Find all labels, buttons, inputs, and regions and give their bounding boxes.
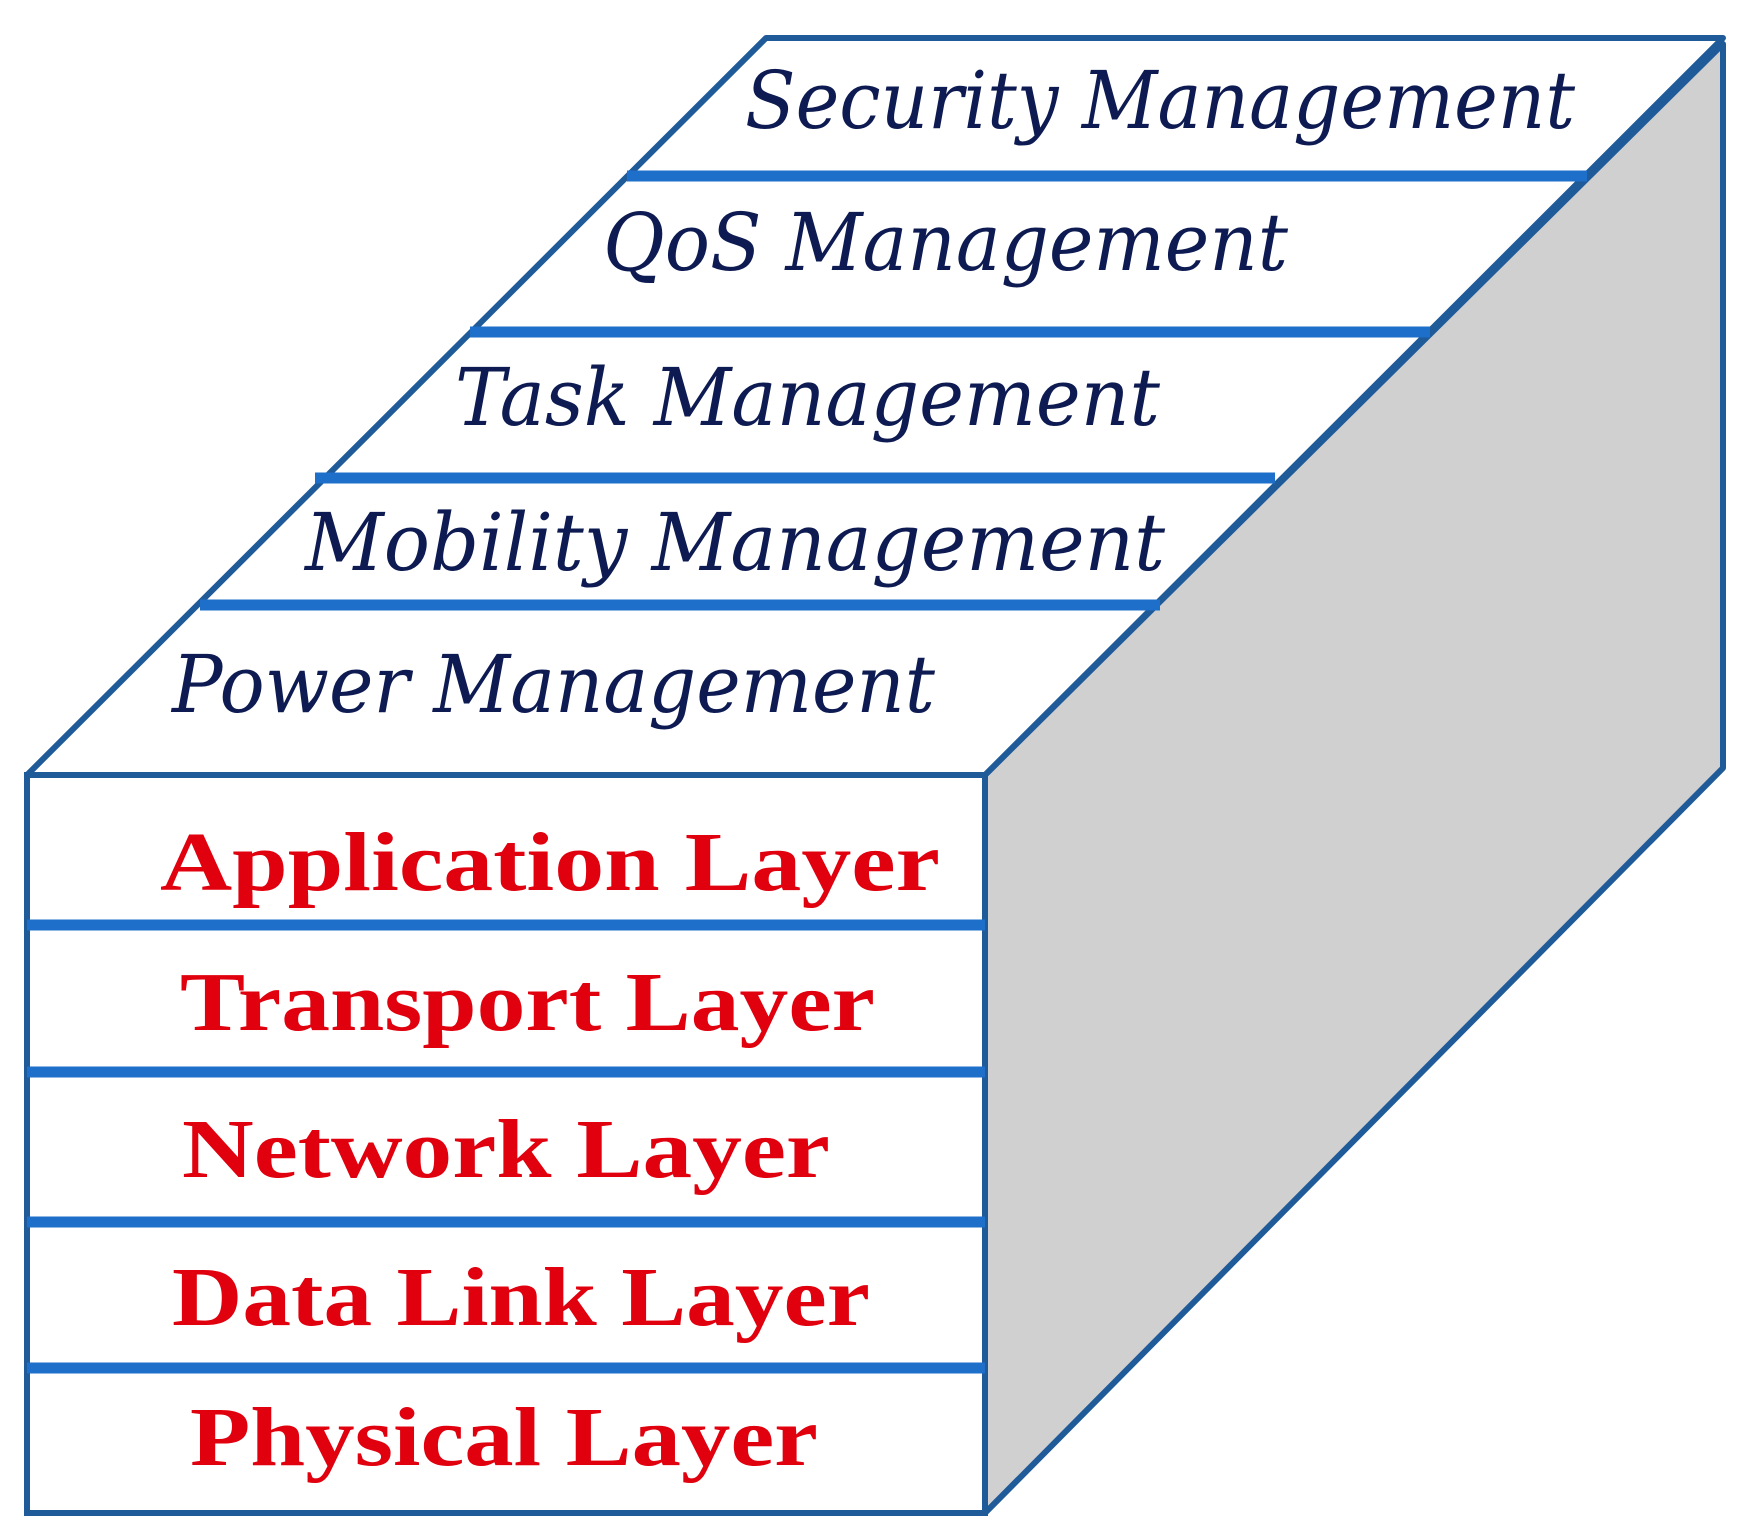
protocol-layer-physical: Physical Layer [190,1391,818,1484]
management-plane-mobility: Mobility Management [303,496,1166,589]
management-plane-power: Power Management [170,638,936,731]
management-plane-security: Security Management [745,54,1576,147]
protocol-layer-transport: Transport Layer [180,956,875,1049]
management-plane-qos: QoS Management [603,196,1289,289]
management-plane-task: Task Management [455,351,1161,444]
protocol-layer-data-link: Data Link Layer [172,1251,870,1344]
front-face [24,772,988,1516]
protocol-layer-network: Network Layer [182,1103,830,1196]
protocol-layer-application: Application Layer [160,816,940,909]
